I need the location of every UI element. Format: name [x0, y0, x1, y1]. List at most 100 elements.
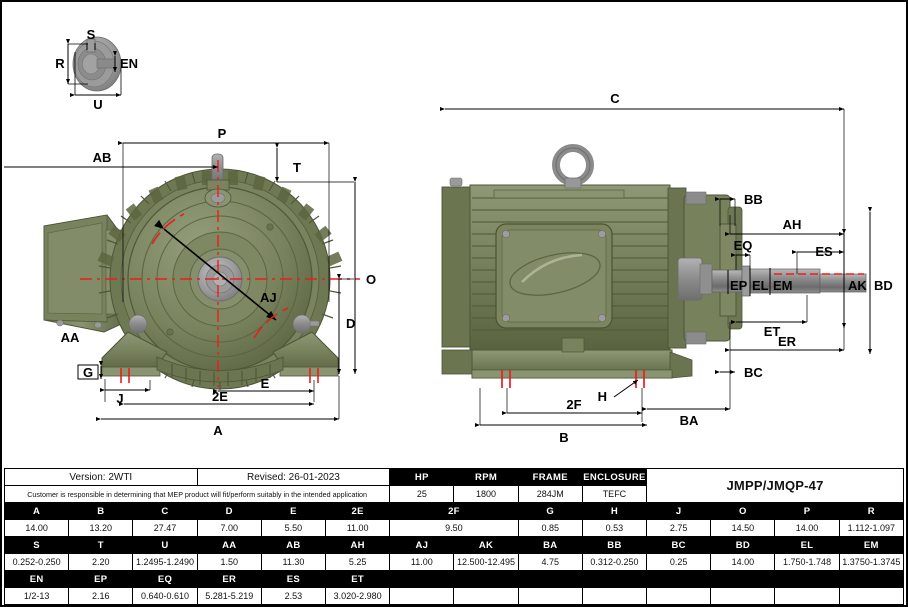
- header-A: A: [3, 502, 70, 520]
- header-hp: HP: [389, 468, 455, 486]
- value-R: 1.112-1.097: [838, 519, 905, 537]
- value-empty-4: [581, 587, 648, 605]
- dim-label-AK: AK: [848, 278, 867, 293]
- dim-label-D: D: [346, 316, 355, 331]
- header-ER: ER: [196, 570, 262, 588]
- dim-label-A: A: [213, 423, 223, 438]
- value-empty-1: [389, 587, 455, 605]
- table-row-disclaimer: Customer is responsible in determining t…: [3, 485, 904, 503]
- header-BC: BC: [646, 536, 712, 554]
- dim-label-E: E: [261, 376, 270, 391]
- value-D: 7.00: [196, 519, 262, 537]
- dim-label-O: O: [366, 272, 376, 287]
- specification-table: Version: 2WTI Revised: 26-01-2023 HP RPM…: [3, 468, 905, 605]
- value-T: 2.20: [68, 553, 134, 571]
- table-row-meta: Version: 2WTI Revised: 26-01-2023 HP RPM…: [4, 468, 904, 503]
- value-H: 0.53: [581, 519, 648, 537]
- dim-label-J: J: [116, 391, 123, 406]
- value-AJ: 11.00: [389, 553, 455, 571]
- value-EM: 1.3750-1.3745: [838, 553, 905, 571]
- header-T: T: [68, 536, 134, 554]
- header-EP: EP: [68, 570, 134, 588]
- header-rpm: RPM: [453, 468, 519, 486]
- table-row-values-1: 14.00 13.20 27.47 7.00 5.50 11.00 9.50 0…: [3, 519, 905, 537]
- mounting-feet: [101, 314, 339, 386]
- value-empty-7: [774, 587, 840, 605]
- header-BA: BA: [517, 536, 583, 554]
- value-2F: 9.50: [389, 519, 519, 537]
- dim-label-BA: BA: [680, 413, 699, 428]
- value-enclosure: TEFC: [581, 485, 648, 503]
- header-P: P: [774, 502, 840, 520]
- value-EL: 1.750-1.748: [774, 553, 840, 571]
- value-P: 14.00: [774, 519, 840, 537]
- dim-label-BB: BB: [744, 192, 763, 207]
- header-D: D: [196, 502, 262, 520]
- dim-label-EP: EP: [730, 278, 748, 293]
- header-O: O: [710, 502, 776, 520]
- dim-label-BC: BC: [744, 365, 763, 380]
- technical-drawing-area: S R EN U: [2, 2, 906, 462]
- header-EL: EL: [774, 536, 840, 554]
- table-row-values-3: 1/2-13 2.16 0.640-0.610 5.281-5.219 2.53…: [3, 587, 905, 605]
- value-rpm: 1800: [453, 485, 519, 503]
- mounting-hole-marks: [120, 368, 319, 383]
- header-AK: AK: [453, 536, 519, 554]
- dim-label-2F: 2F: [566, 397, 581, 412]
- header-2F: 2F: [389, 502, 519, 520]
- header-H: H: [581, 502, 648, 520]
- value-AB: 11.30: [260, 553, 327, 571]
- value-EQ: 0.640-0.610: [132, 587, 198, 605]
- dim-label-BD: BD: [874, 278, 893, 293]
- header-AA: AA: [196, 536, 262, 554]
- value-empty-6: [710, 587, 776, 605]
- header-C: C: [132, 502, 198, 520]
- dim-label-R: R: [55, 56, 65, 71]
- dim-label-T: T: [293, 160, 301, 175]
- header-U: U: [132, 536, 198, 554]
- value-C: 27.47: [132, 519, 198, 537]
- header-J: J: [646, 502, 712, 520]
- conduit-box-side: [495, 223, 613, 329]
- version-cell: Version: 2WTI: [4, 468, 198, 486]
- value-AK: 12.500-12.495: [453, 553, 519, 571]
- dim-label-AB: AB: [93, 150, 112, 165]
- dim-label-ET: ET: [764, 324, 781, 339]
- value-hp: 25: [389, 485, 455, 503]
- header-AJ: AJ: [389, 536, 455, 554]
- value-E: 5.50: [260, 519, 327, 537]
- dim-label-ES: ES: [815, 244, 833, 259]
- header-EM: EM: [838, 536, 905, 554]
- value-ES: 2.53: [260, 587, 327, 605]
- value-O: 14.50: [710, 519, 776, 537]
- header-R: R: [838, 502, 905, 520]
- header-BD: BD: [710, 536, 776, 554]
- revised-cell: Revised: 26-01-2023: [196, 468, 391, 486]
- dim-label-U: U: [93, 97, 102, 112]
- value-AA: 1.50: [196, 553, 262, 571]
- value-EP: 2.16: [68, 587, 134, 605]
- value-BA: 4.75: [517, 553, 583, 571]
- value-A: 14.00: [3, 519, 70, 537]
- shaft-end-view: S R EN U: [55, 27, 138, 112]
- header-ES: ES: [260, 570, 327, 588]
- value-B: 13.20: [68, 519, 134, 537]
- header-S: S: [3, 536, 70, 554]
- value-AH: 5.25: [325, 553, 391, 571]
- header-empty: [389, 570, 904, 588]
- value-BD: 14.00: [710, 553, 776, 571]
- value-empty-2: [453, 587, 519, 605]
- dim-label-AA: AA: [61, 330, 80, 345]
- value-BC: 0.25: [646, 553, 712, 571]
- header-EQ: EQ: [132, 570, 198, 588]
- dim-label-EL: EL: [752, 278, 769, 293]
- base-hole-marks: [501, 370, 645, 388]
- dim-label-EQ: EQ: [734, 238, 753, 253]
- dim-label-EM: EM: [773, 278, 793, 293]
- dim-label-S: S: [87, 27, 96, 42]
- eyebolt-side: [552, 144, 594, 189]
- front-view: AJ P AB T O D AA G: [4, 126, 376, 438]
- dim-label-B: B: [559, 430, 568, 445]
- dim-label-G: G: [83, 365, 93, 380]
